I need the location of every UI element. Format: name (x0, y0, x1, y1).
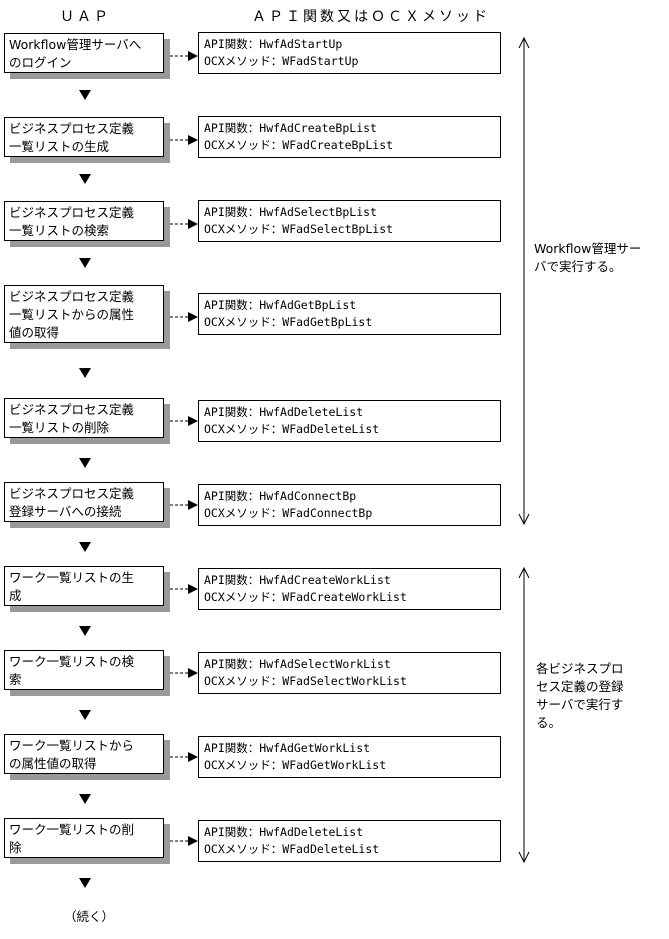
api-function: API関数：HwfAdGetBpList (204, 298, 357, 312)
connector-arrow (170, 416, 198, 426)
range-arrow-workflow (518, 36, 530, 526)
step-shadow (164, 488, 170, 528)
step-label: ビジネスプロセス定義 一覧リストからの属性 値の取得 (4, 285, 164, 343)
step-shadow (10, 157, 170, 163)
flow-arrow-down (79, 90, 91, 100)
connector-arrow (170, 135, 198, 145)
step-label: ワーク一覧リストから の属性値の取得 (4, 734, 164, 774)
flow-arrow-down (79, 368, 91, 378)
api-function: API関数：HwfAdDeleteList (204, 825, 364, 839)
uap-header: ＵＡＰ (60, 9, 111, 25)
ocx-method: OCXメソッド：WFadGetBpList (204, 315, 373, 329)
ocx-method: OCXメソッド：WFadCreateBpList (204, 138, 394, 152)
step-shadow (10, 241, 170, 247)
step-shadow (164, 207, 170, 247)
step-label: ワーク一覧リストの検 索 (4, 650, 164, 690)
connector-arrow (170, 752, 198, 762)
connector-arrow (170, 51, 198, 61)
step-label: ビジネスプロセス定義 一覧リストの検索 (4, 201, 164, 241)
step-shadow (10, 606, 170, 612)
note-bp-server: 各ビジネスプロ セス定義の登録 サーバで実行す る。 (536, 661, 624, 730)
step-shadow (164, 291, 170, 349)
ocx-method: OCXメソッド：WFadDeleteList (204, 842, 380, 856)
ocx-method: OCXメソッド：WFadGetWorkList (204, 758, 387, 772)
ocx-method: OCXメソッド：WFadCreateWorkList (204, 590, 407, 604)
connector-arrow (170, 219, 198, 229)
api-function: API関数：HwfAdSelectBpList (204, 205, 377, 219)
ocx-method: OCXメソッド：WFadConnectBp (204, 506, 373, 520)
step-shadow (164, 824, 170, 864)
flow-arrow-down (79, 258, 91, 268)
step-shadow (164, 572, 170, 612)
ocx-method: OCXメソッド：WFadDeleteList (204, 422, 380, 436)
step-label: ワーク一覧リストの生 成 (4, 566, 164, 606)
connector-arrow (170, 584, 198, 594)
range-arrow-bp-server (518, 566, 530, 864)
api-function: API関数：HwfAdCreateWorkList (204, 573, 391, 587)
api-function: API関数：HwfAdSelectWorkList (204, 657, 391, 671)
step-shadow (164, 656, 170, 696)
flow-arrow-down (79, 626, 91, 636)
step-shadow (10, 438, 170, 444)
flow-arrow-down (79, 542, 91, 552)
step-shadow (10, 343, 170, 349)
flow-arrow-down (79, 794, 91, 804)
step-label: ビジネスプロセス定義 登録サーバへの接続 (4, 482, 164, 522)
step-shadow (164, 740, 170, 780)
flow-arrow-down (79, 174, 91, 184)
step-shadow (164, 404, 170, 444)
step-shadow (164, 123, 170, 163)
step-label: Workflow管理サーバへ のログイン (4, 33, 164, 73)
api-function: API関数：HwfAdStartUp (204, 37, 343, 51)
step-shadow (10, 858, 170, 864)
ocx-method: OCXメソッド：WFadStartUp (204, 54, 359, 68)
api-function: API関数：HwfAdDeleteList (204, 405, 364, 419)
connector-arrow (170, 836, 198, 846)
api-function: API関数：HwfAdGetWorkList (204, 741, 371, 755)
ocx-method: OCXメソッド：WFadSelectBpList (204, 222, 394, 236)
step-label: ワーク一覧リストの削 除 (4, 818, 164, 858)
step-shadow (10, 690, 170, 696)
flow-arrow-down (79, 458, 91, 468)
api-function: API関数：HwfAdConnectBp (204, 489, 357, 503)
step-label: ビジネスプロセス定義 一覧リストの削除 (4, 398, 164, 438)
step-shadow (10, 522, 170, 528)
flow-arrow-down (79, 710, 91, 720)
step-shadow (10, 73, 170, 79)
note-workflow-server: Workflow管理サー バで実行する。 (534, 241, 642, 274)
continued-label: （続く） (64, 909, 115, 924)
step-label: ビジネスプロセス定義 一覧リストの生成 (4, 117, 164, 157)
api-function: API関数：HwfAdCreateBpList (204, 121, 377, 135)
connector-arrow (170, 312, 198, 322)
ocx-method: OCXメソッド：WFadSelectWorkList (204, 674, 407, 688)
api-header: ＡＰＩ関数又はＯＣＸメソッド (252, 9, 490, 25)
step-shadow (10, 774, 170, 780)
connector-arrow (170, 668, 198, 678)
flow-arrow-down (79, 878, 91, 888)
step-shadow (164, 39, 170, 79)
connector-arrow (170, 500, 198, 510)
